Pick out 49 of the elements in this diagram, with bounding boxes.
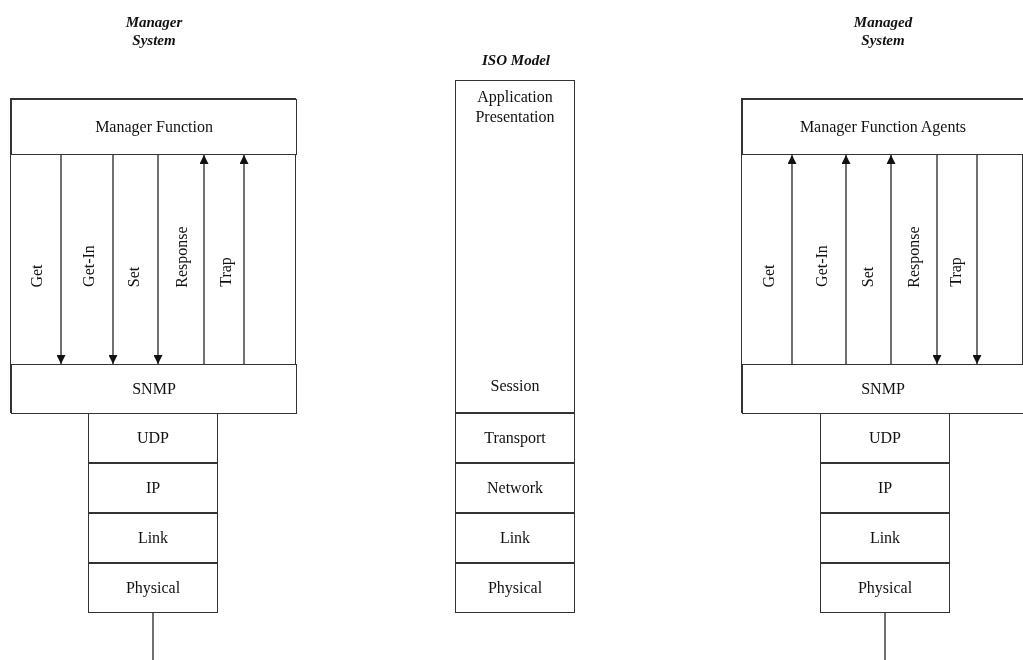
arrow (886, 154, 896, 365)
column-title: ISO Model (481, 51, 551, 69)
layer-box (742, 99, 1023, 155)
column-title: Manager System (124, 13, 184, 49)
protocol-layer-box (88, 413, 218, 463)
arrow (199, 154, 209, 365)
protocol-layer-box (820, 463, 950, 513)
protocol-layer-box (88, 463, 218, 513)
protocol-layer-box (88, 563, 218, 613)
protocol-layer-box (88, 513, 218, 563)
arrow (972, 154, 982, 365)
arrow (239, 154, 249, 365)
layer-label: Application Presentation (474, 87, 556, 127)
connector-line (152, 612, 154, 660)
connector-line (884, 612, 886, 660)
column-title: Managed System (852, 13, 914, 49)
layer-label: IP (876, 478, 894, 498)
layer-label: Manager Function Agents (798, 117, 968, 137)
layer-label: UDP (136, 428, 170, 448)
protocol-layer-box (455, 513, 575, 563)
protocol-layer-box (455, 563, 575, 613)
layer-label: Physical (486, 578, 544, 598)
layer-label: Physical (124, 578, 182, 598)
layer-label: SNMP (860, 379, 906, 399)
protocol-layer-box (455, 463, 575, 513)
layer-label: IP (144, 478, 162, 498)
layer-label: Network (486, 478, 544, 498)
protocol-layer-box (820, 563, 950, 613)
arrow (841, 154, 851, 365)
layer-box (742, 364, 1023, 414)
layer-box (11, 364, 297, 414)
protocol-layer-box (820, 413, 950, 463)
arrow (932, 154, 942, 365)
protocol-layer-box (455, 413, 575, 463)
arrow (108, 154, 118, 365)
arrow (56, 154, 66, 365)
arrow (153, 154, 163, 365)
layer-label: Link (136, 528, 170, 548)
layer-label: Link (868, 528, 902, 548)
arrow (787, 154, 797, 365)
protocol-layer-box (820, 513, 950, 563)
layer-label: Link (498, 528, 532, 548)
layer-box (11, 99, 297, 155)
layer-label: UDP (868, 428, 902, 448)
layer-label: Manager Function (94, 117, 214, 137)
layer-label: Physical (856, 578, 914, 598)
layer-label: SNMP (131, 379, 177, 399)
layer-label: Session (489, 376, 541, 396)
layer-label: Transport (483, 428, 547, 448)
